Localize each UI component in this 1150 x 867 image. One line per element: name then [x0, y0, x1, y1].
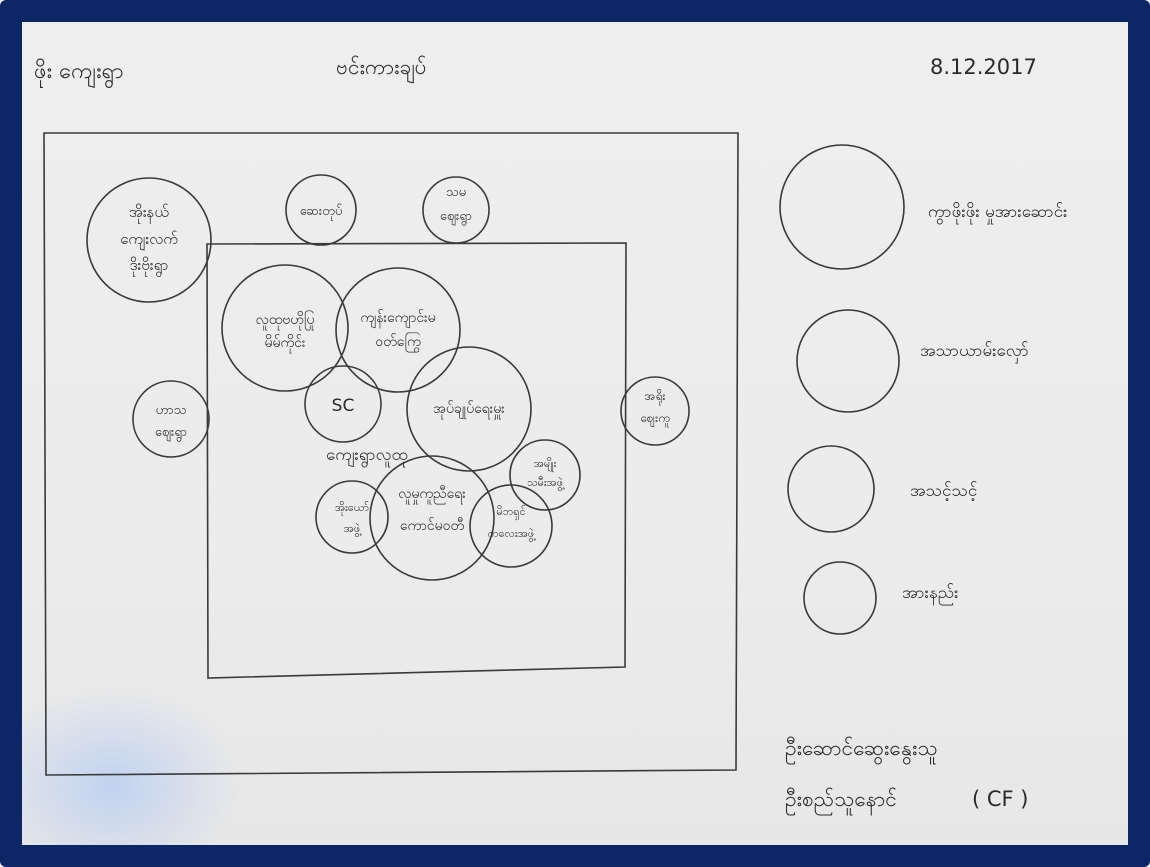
- label-c5-2: သမီးအဖွဲ့: [527, 476, 564, 491]
- circle-c2: [335, 267, 461, 393]
- label-c5-1: အမျိုး: [534, 457, 557, 472]
- label-top-right-1: သမ: [446, 185, 466, 200]
- legend-circle-medium: [787, 445, 875, 533]
- label-right-1: အရိုး: [645, 388, 666, 406]
- circle-c3: [304, 365, 382, 443]
- label-c7-1: အိုးယော်: [335, 501, 369, 516]
- facilitator-role: ဦးဆောင်ဆွေးနွေးသူ: [785, 735, 938, 766]
- circle-top-left: [86, 177, 212, 303]
- header-title: ဗင်းကားချပ်: [336, 54, 427, 84]
- legend-circle-very-strong: [779, 144, 905, 270]
- circle-c7: [315, 480, 389, 554]
- circle-top-right: [422, 176, 490, 244]
- label-left-1: ဟာသ: [156, 403, 187, 418]
- circle-left: [132, 380, 210, 458]
- circle-c4: [406, 346, 532, 472]
- label-top-left-3: ဒိုးဗိုးရွာ: [130, 256, 169, 277]
- legend-label-weak: အားနည်း: [902, 583, 958, 606]
- legend-label-medium: အသင့်သင့်: [910, 481, 977, 502]
- label-c1-2: မိမ်ကိုင်း: [264, 335, 305, 353]
- label-c1-1: လူထုဗဟိုပြု: [256, 311, 315, 330]
- inner-boundary: [206, 242, 627, 679]
- label-top-left-1: အိုးနယ်: [129, 203, 169, 224]
- label-right-2: ဈေးကူ: [640, 411, 670, 428]
- center-label: ကျေးရွာလူထု: [326, 445, 408, 468]
- label-c8-1: မိဘရှင်: [496, 505, 525, 520]
- circle-top-mid: [285, 174, 357, 246]
- legend-label-strong: အသာယာမ်းလှော်: [920, 341, 1029, 364]
- label-top-left-2: ကျေးလက်: [120, 230, 178, 251]
- label-c8-2: ကလေးအဖွဲ့: [488, 527, 535, 542]
- circle-c8: [469, 484, 553, 568]
- circle-c1: [221, 264, 349, 392]
- label-top-mid: ဆေးတုပ်: [300, 203, 343, 221]
- label-c6-1: လူမှုကူညီရေး: [398, 486, 466, 504]
- label-c4: အုပ်ချုပ်ရေးမှူး: [433, 401, 505, 419]
- circle-right: [620, 376, 690, 446]
- header-date: 8.12.2017: [930, 55, 1037, 79]
- label-c6-2: ကောင်မဝတီ: [400, 518, 465, 534]
- label-c2-2: ဝတ်ကြွေ: [375, 333, 421, 352]
- label-left-2: ဈေးရွာ: [155, 425, 187, 442]
- circle-c6: [369, 455, 495, 581]
- legend-circle-weak: [803, 561, 877, 635]
- header-village: ဖိုး ကျေးရွာ: [34, 58, 123, 89]
- legend-circle-strong: [796, 309, 900, 413]
- glare: [22, 685, 242, 845]
- label-c7-2: အဖွဲ့: [344, 522, 361, 537]
- outer-boundary: [43, 132, 739, 776]
- circle-c5: [509, 439, 581, 511]
- label-c3: SC: [332, 396, 355, 416]
- legend-label-very-strong: ကွာဖိုးဖိုး မှုအားဆောင်း: [928, 202, 1067, 225]
- facilitator-suffix: ( CF ): [972, 787, 1028, 811]
- label-top-right-2: ဈေးရွာ: [440, 209, 472, 226]
- facilitator-name: ဦးစည်သူနောင်: [785, 786, 897, 816]
- label-c2-1: ကျန်းကျောင်းမ: [360, 310, 435, 328]
